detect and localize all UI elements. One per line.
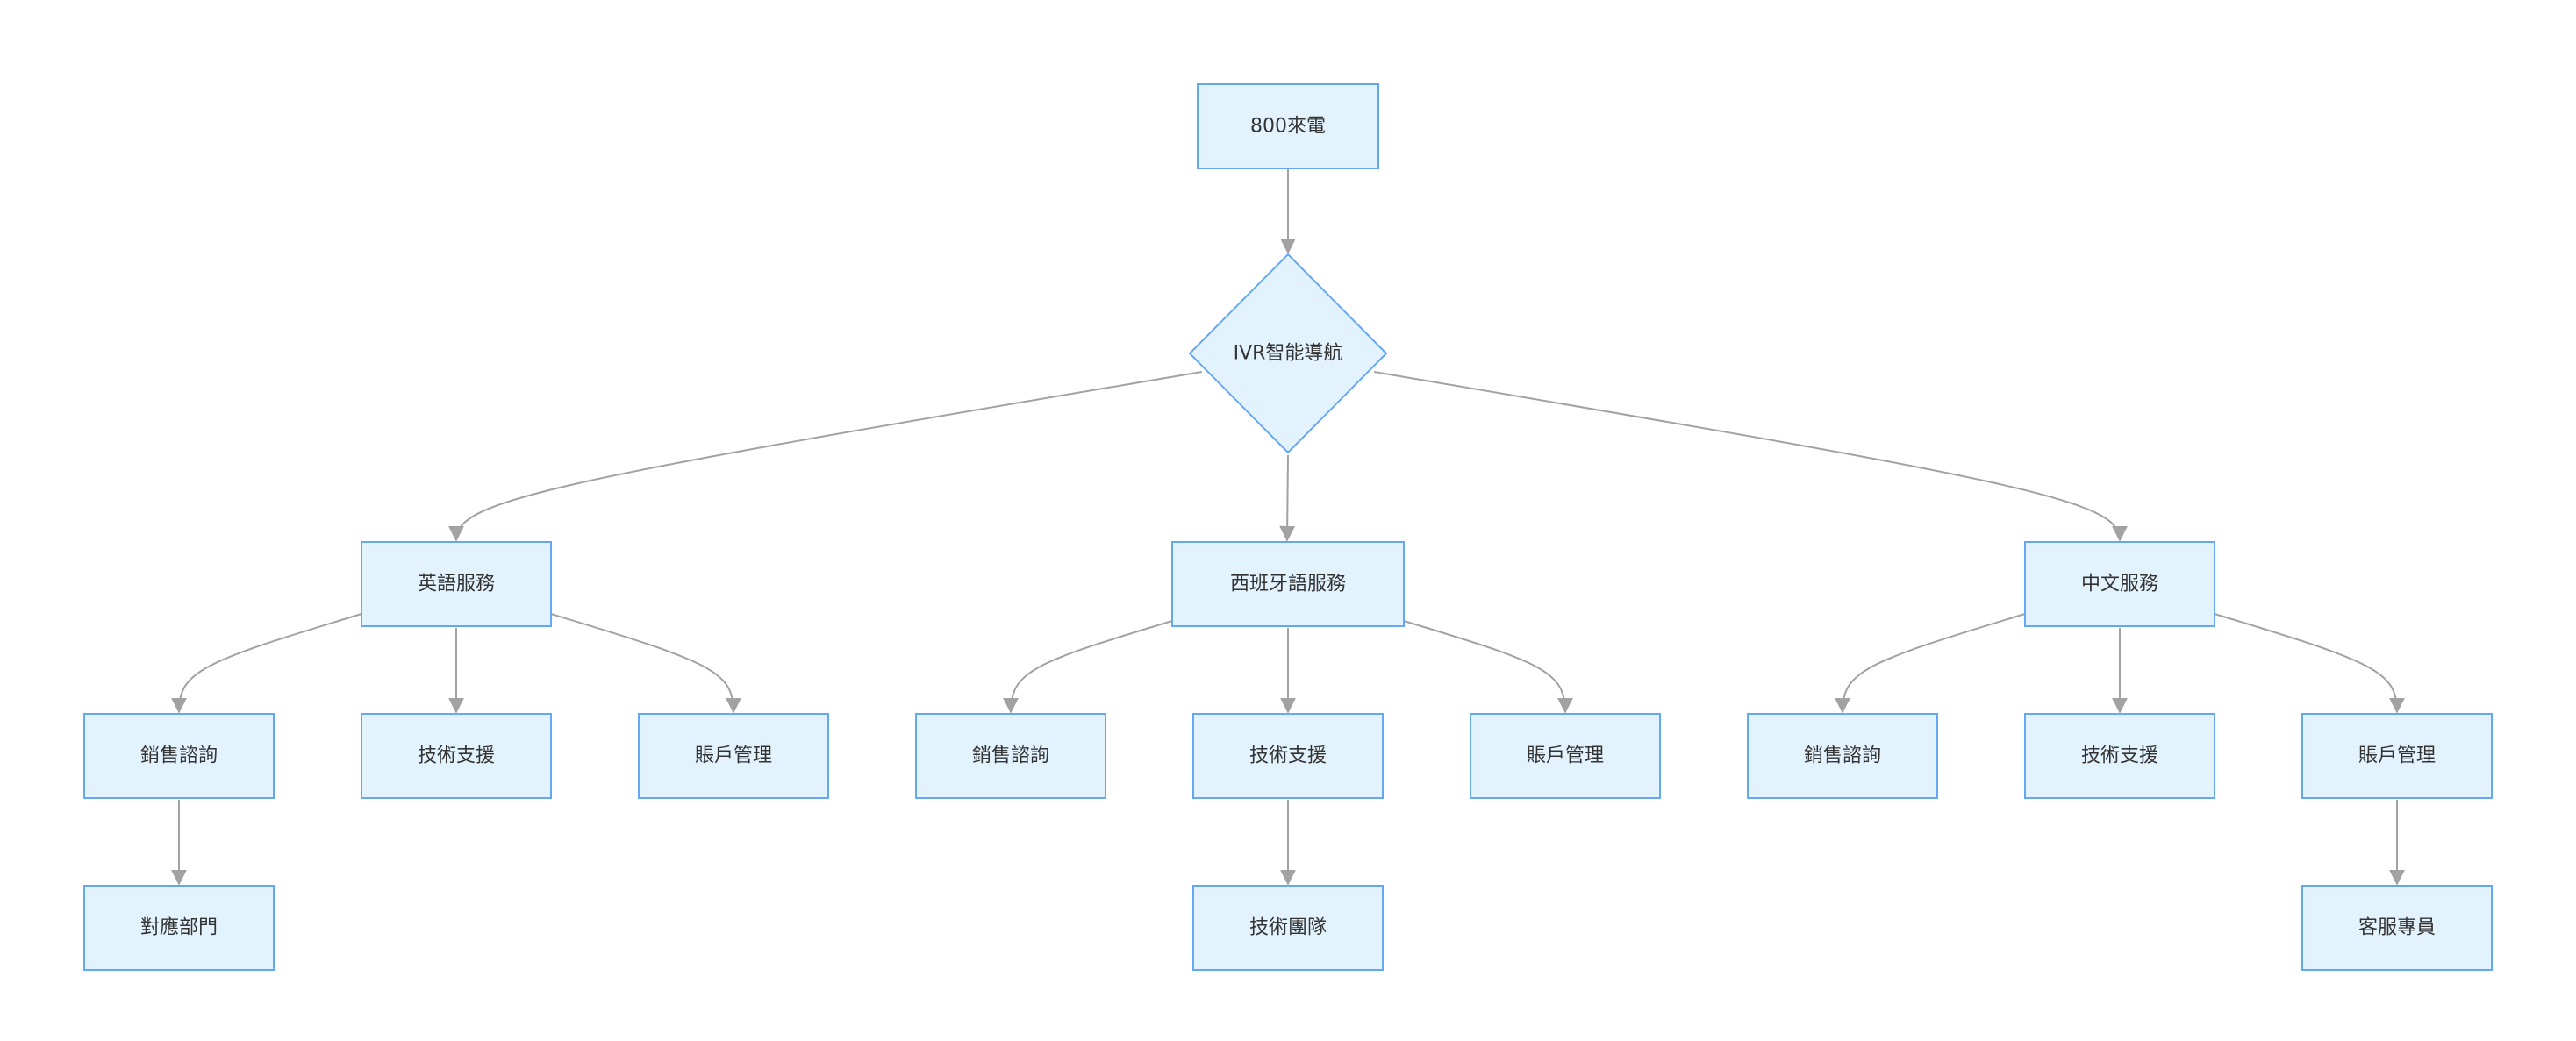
node-es-tech-team[interactable]: 技術團隊: [1192, 885, 1384, 971]
node-label: 技術團隊: [1249, 917, 1327, 939]
node-label: 800來電: [1250, 116, 1326, 138]
node-es-sales-inquiry[interactable]: 銷售諮詢: [915, 713, 1106, 799]
node-label: 中文服務: [2081, 574, 2158, 595]
node-label: 客服專員: [2358, 917, 2436, 939]
node-en-corresponding-department[interactable]: 對應部門: [83, 885, 275, 971]
node-es-tech-support[interactable]: 技術支援: [1192, 713, 1384, 799]
node-zh-sales-inquiry[interactable]: 銷售諮詢: [1747, 713, 1938, 799]
edge-ivr-zh: [1373, 371, 2128, 542]
node-label: 技術支援: [1249, 745, 1327, 767]
edges: [171, 169, 2405, 886]
decision-ivr-navigation[interactable]: IVR智能導航: [1188, 253, 1388, 454]
node-english-service[interactable]: 英語服務: [361, 541, 552, 627]
node-label: 賬戶管理: [695, 745, 772, 767]
node-label: IVR智能導航: [1234, 343, 1343, 365]
edge-zh-acct: [2214, 613, 2405, 714]
node-chinese-service[interactable]: 中文服務: [2024, 541, 2215, 627]
node-label: 賬戶管理: [1527, 745, 1604, 767]
node-label: 英語服務: [418, 574, 495, 595]
edge-es-sales: [1003, 620, 1173, 714]
node-es-account-management[interactable]: 賬戶管理: [1470, 713, 1661, 799]
edge-en-acct: [550, 613, 741, 714]
edge-en-sales: [171, 613, 362, 714]
node-zh-customer-agent[interactable]: 客服專員: [2301, 885, 2493, 971]
node-800-call[interactable]: 800來電: [1197, 83, 1379, 169]
node-label: 對應部門: [140, 916, 218, 939]
node-label: 西班牙語服務: [1230, 574, 1346, 595]
node-en-account-management[interactable]: 賬戶管理: [638, 713, 829, 799]
node-label: 賬戶管理: [2358, 745, 2436, 767]
edge-ivr-es: [1279, 454, 1296, 542]
node-en-tech-support[interactable]: 技術支援: [361, 713, 552, 799]
node-zh-account-management[interactable]: 賬戶管理: [2301, 713, 2493, 799]
node-label: 銷售諮詢: [972, 745, 1049, 767]
node-label: 銷售諮詢: [140, 745, 218, 767]
edge-ivr-en: [448, 371, 1203, 542]
node-label: 技術支援: [2081, 745, 2158, 767]
edge-zh-sales: [1835, 613, 2026, 714]
node-spanish-service[interactable]: 西班牙語服務: [1171, 541, 1405, 627]
node-zh-tech-support[interactable]: 技術支援: [2024, 713, 2215, 799]
node-en-sales-inquiry[interactable]: 銷售諮詢: [83, 713, 275, 799]
node-label: 技術支援: [418, 745, 495, 767]
node-label: 銷售諮詢: [1804, 745, 1881, 767]
edge-es-acct: [1403, 620, 1573, 714]
